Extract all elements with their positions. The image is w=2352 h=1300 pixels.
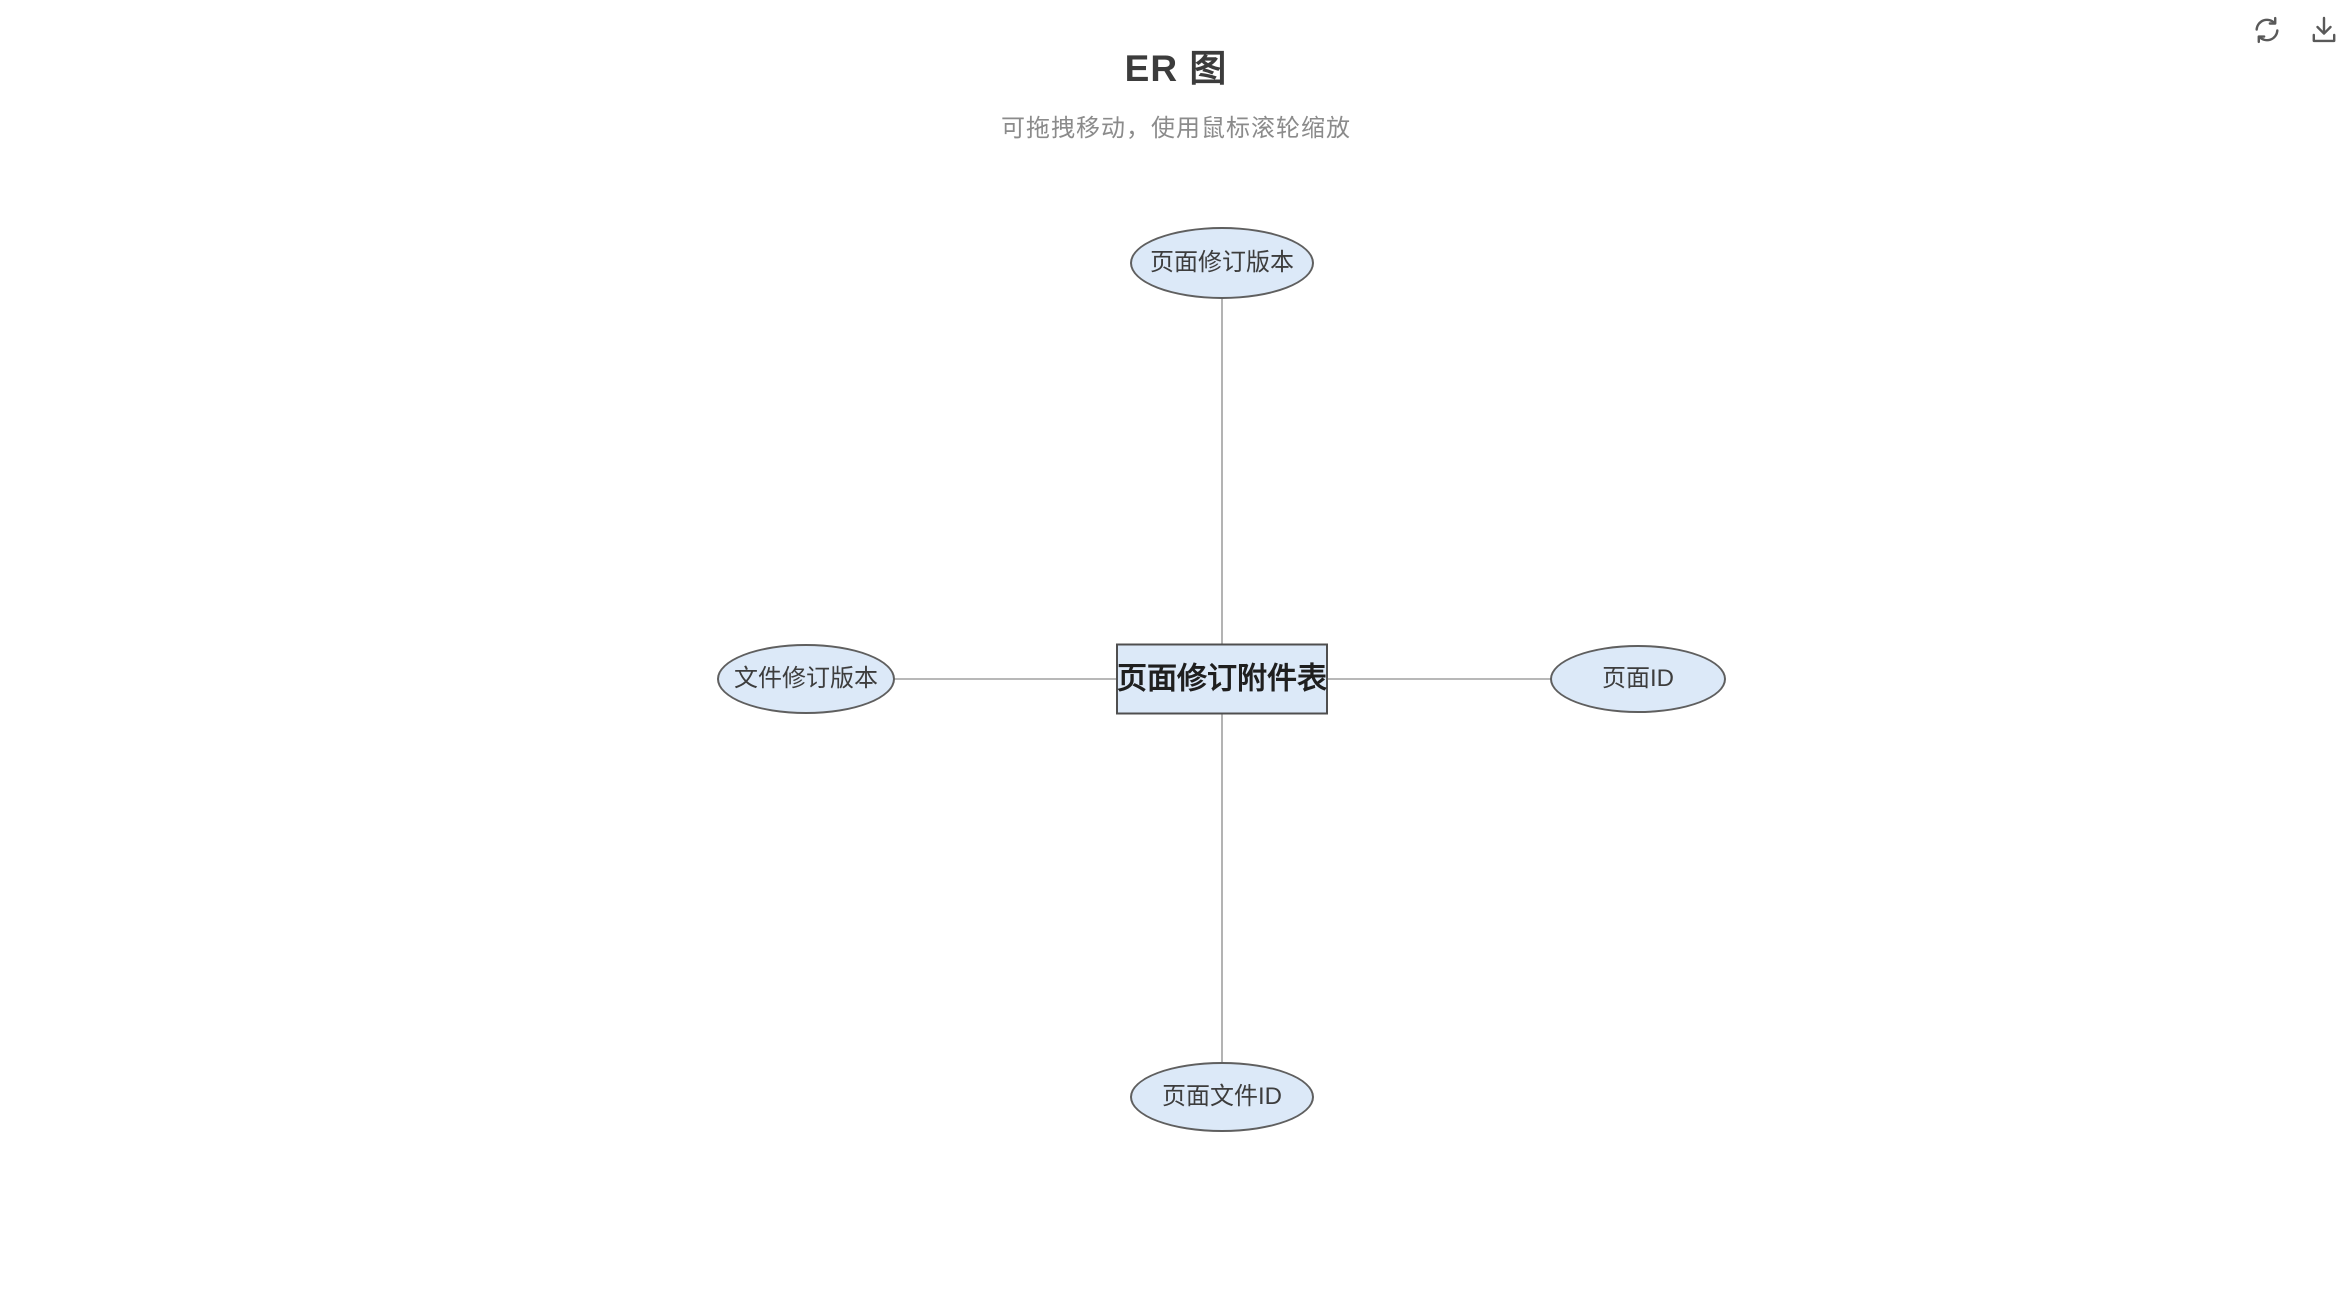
attribute-node-bottom[interactable]: 页面文件ID: [1130, 1062, 1314, 1132]
download-button[interactable]: [2306, 12, 2342, 48]
entity-node[interactable]: 页面修订附件表: [1116, 643, 1328, 715]
attribute-node-top[interactable]: 页面修订版本: [1130, 227, 1314, 299]
download-icon: [2312, 16, 2336, 43]
attribute-node-right[interactable]: 页面ID: [1550, 645, 1726, 713]
toolbar: [2249, 12, 2342, 48]
refresh-icon: [2255, 16, 2279, 44]
attribute-node-left[interactable]: 文件修订版本: [717, 644, 895, 714]
refresh-button[interactable]: [2249, 12, 2285, 48]
